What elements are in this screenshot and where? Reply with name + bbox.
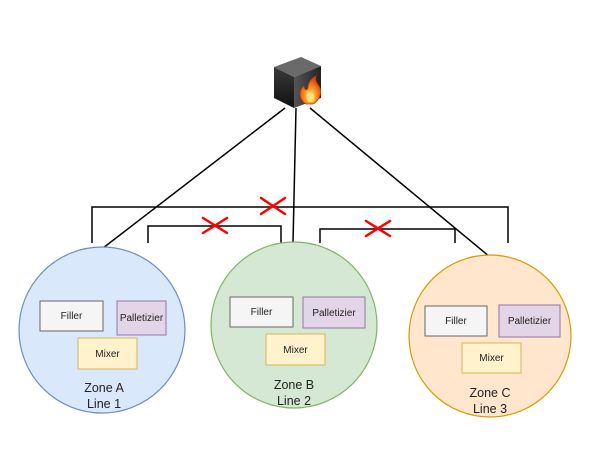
- palletizer-label: Palletizier: [508, 316, 552, 327]
- zone-a-name: Zone A: [84, 381, 124, 395]
- mixer-box: [461, 342, 522, 374]
- uplink-zone-c: [309, 107, 491, 258]
- blocked-path-a-c: [91, 206, 509, 243]
- palletizer-box: [116, 300, 167, 336]
- uplinks: [102, 107, 491, 258]
- filler-box: [424, 305, 488, 337]
- blocked-x-icon: [259, 196, 287, 216]
- filler-label: Filler: [251, 307, 273, 318]
- zone-b-circle: [210, 241, 378, 409]
- palletizer-box: [498, 304, 561, 338]
- palletizer-box: [302, 296, 366, 329]
- palletizer-label: Palletizier: [120, 313, 164, 324]
- mixer-label: Mixer: [283, 345, 308, 356]
- mixer-label: Mixer: [95, 349, 120, 360]
- zone-a: Filler Palletizier Mixer Zone A Line 1: [18, 246, 186, 414]
- zone-a-line: Line 1: [87, 397, 121, 411]
- blocked-x-icon: [201, 216, 229, 235]
- uplink-zone-a: [102, 107, 286, 249]
- blocked-paths: [91, 206, 509, 243]
- filler-box: [229, 296, 294, 328]
- zone-b: Filler Palletizier Mixer Zone B Line 2: [210, 241, 378, 409]
- zone-c-name: Zone C: [470, 386, 511, 400]
- mixer-box: [265, 333, 326, 366]
- filler-label: Filler: [61, 311, 83, 322]
- filler-box: [39, 300, 104, 332]
- zone-c: Filler Palletizier Mixer Zone C Line 3: [408, 254, 572, 418]
- filler-label: Filler: [445, 316, 467, 327]
- blocked-markers: [201, 196, 392, 238]
- palletizer-label: Palletizier: [312, 308, 356, 319]
- zone-c-circle: [408, 254, 572, 418]
- zone-b-line: Line 2: [277, 394, 311, 408]
- zone-b-name: Zone B: [274, 378, 314, 392]
- blocked-x-icon: [364, 219, 392, 238]
- blocked-path-a-b: [147, 225, 282, 243]
- blocked-path-b-c: [319, 228, 456, 243]
- firewall-icon: [274, 57, 321, 108]
- mixer-box: [77, 337, 138, 370]
- zone-c-line: Line 3: [473, 402, 507, 416]
- mixer-label: Mixer: [479, 353, 504, 364]
- uplink-zone-b: [292, 107, 297, 244]
